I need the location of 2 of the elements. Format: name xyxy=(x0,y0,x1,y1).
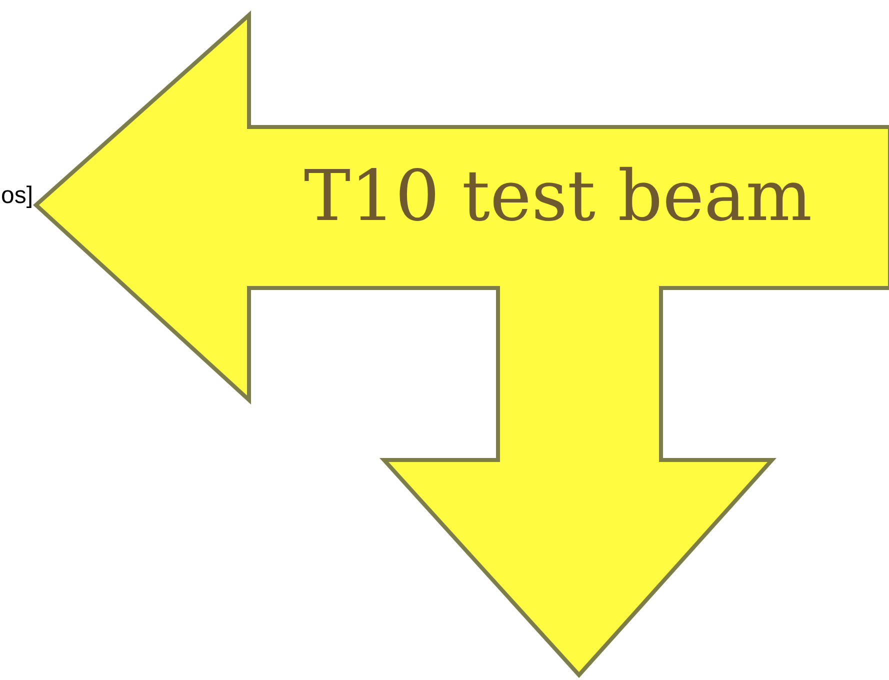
cut-off-text: os] xyxy=(1,182,34,210)
shape-title: T10 test beam xyxy=(302,158,814,235)
